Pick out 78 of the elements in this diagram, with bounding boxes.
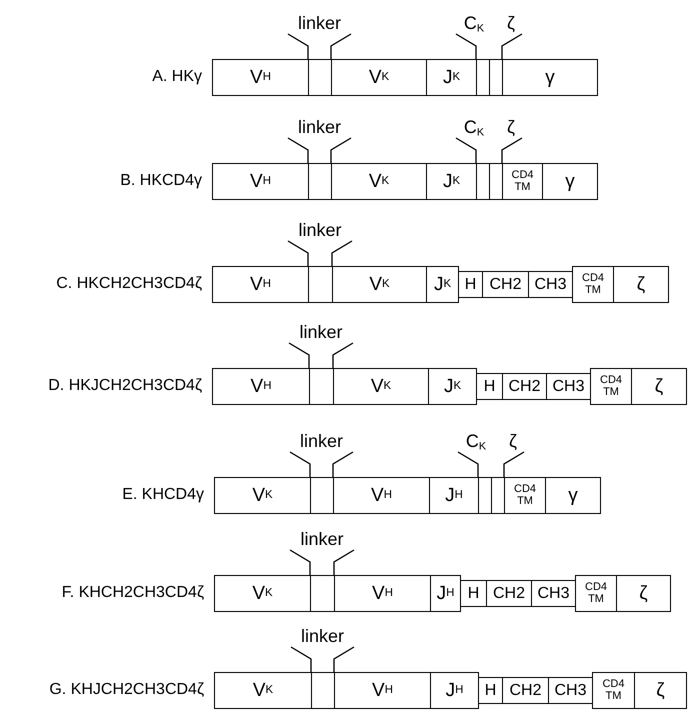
construct-label: A. HKγ bbox=[152, 68, 202, 86]
leader-line bbox=[456, 33, 477, 59]
leader-line bbox=[290, 549, 311, 575]
domain-box: CH2 bbox=[502, 373, 547, 400]
construct-label: B. HKCD4γ bbox=[120, 172, 202, 190]
domain-box: ζ bbox=[613, 266, 669, 303]
domain-label: linker bbox=[290, 529, 354, 549]
domain-box: ζ bbox=[616, 575, 671, 612]
domain-box: CD4 TM bbox=[575, 575, 617, 612]
domain-box: CH3 bbox=[546, 373, 591, 400]
domain-box bbox=[489, 163, 503, 200]
domain-box: CD4 TM bbox=[502, 163, 543, 200]
domain-box: γ bbox=[502, 59, 598, 96]
domain-box: ζ bbox=[631, 368, 687, 405]
leader-line bbox=[331, 240, 352, 266]
construct-label: G. KHJCH2CH3CD4ζ bbox=[49, 681, 204, 699]
leader-line bbox=[332, 342, 354, 368]
domain-box: CD4 TM bbox=[572, 266, 614, 303]
leader-line bbox=[456, 137, 477, 163]
domain-box bbox=[478, 477, 492, 514]
domain-box bbox=[308, 163, 332, 200]
leader-line bbox=[288, 342, 310, 368]
domain-label: linker bbox=[290, 431, 354, 451]
domain-box: CH3 bbox=[528, 271, 573, 298]
construct-label: D. HKJCH2CH3CD4ζ bbox=[48, 377, 202, 395]
domain-label: linker bbox=[288, 13, 352, 33]
leader-line bbox=[333, 549, 354, 575]
domain-box: CD4 TM bbox=[592, 672, 635, 709]
domain-label: C$_{K}$ bbox=[461, 431, 491, 451]
domain-box bbox=[308, 59, 332, 96]
domain-box bbox=[310, 575, 335, 612]
domain-box bbox=[476, 59, 490, 96]
domain-box bbox=[476, 163, 490, 200]
domain-label: ζ bbox=[503, 431, 523, 451]
leader-line bbox=[503, 451, 524, 477]
leader-line bbox=[458, 451, 479, 477]
construct-label: F. KHCH2CH3CD4ζ bbox=[62, 584, 204, 602]
domain-box: H bbox=[460, 580, 487, 607]
construct-label: E. KHCD4γ bbox=[122, 486, 204, 504]
leader-line bbox=[501, 33, 522, 59]
construct-label: C. HKCH2CH3CD4ζ bbox=[56, 275, 202, 293]
domain-label: linker bbox=[288, 220, 352, 240]
domain-label: ζ bbox=[501, 117, 521, 137]
domain-box: CD4 TM bbox=[590, 368, 632, 405]
domain-label: linker bbox=[289, 322, 353, 342]
domain-box: H bbox=[478, 677, 503, 704]
domain-label: C$_{K}$ bbox=[459, 13, 489, 33]
domain-box: ζ bbox=[634, 672, 687, 709]
domain-box: γ bbox=[542, 163, 598, 200]
leader-line bbox=[332, 451, 354, 477]
leader-line bbox=[333, 646, 354, 672]
domain-box: CH3 bbox=[531, 580, 576, 607]
domain-box: H bbox=[476, 373, 503, 400]
domain-box: CH2 bbox=[486, 580, 532, 607]
domain-label: linker bbox=[290, 626, 354, 646]
leader-line bbox=[501, 137, 522, 163]
domain-box: CH3 bbox=[548, 677, 593, 704]
domain-label: C$_{K}$ bbox=[459, 117, 489, 137]
leader-line bbox=[288, 240, 309, 266]
domain-box bbox=[491, 477, 505, 514]
domain-label: linker bbox=[288, 117, 352, 137]
leader-line bbox=[288, 33, 309, 59]
leader-line bbox=[330, 33, 352, 59]
domain-box: CH2 bbox=[502, 677, 549, 704]
domain-box bbox=[310, 477, 334, 514]
leader-line bbox=[288, 137, 309, 163]
domain-box bbox=[308, 266, 333, 303]
domain-box bbox=[489, 59, 503, 96]
domain-box: CD4 TM bbox=[504, 477, 546, 514]
domain-box bbox=[311, 672, 335, 709]
domain-box bbox=[309, 368, 334, 405]
leader-line bbox=[290, 451, 311, 477]
domain-box: γ bbox=[545, 477, 601, 514]
domain-box: H bbox=[458, 271, 483, 298]
leader-line bbox=[290, 646, 312, 672]
domain-label: ζ bbox=[501, 13, 521, 33]
domain-box: CH2 bbox=[482, 271, 529, 298]
leader-line bbox=[330, 137, 352, 163]
